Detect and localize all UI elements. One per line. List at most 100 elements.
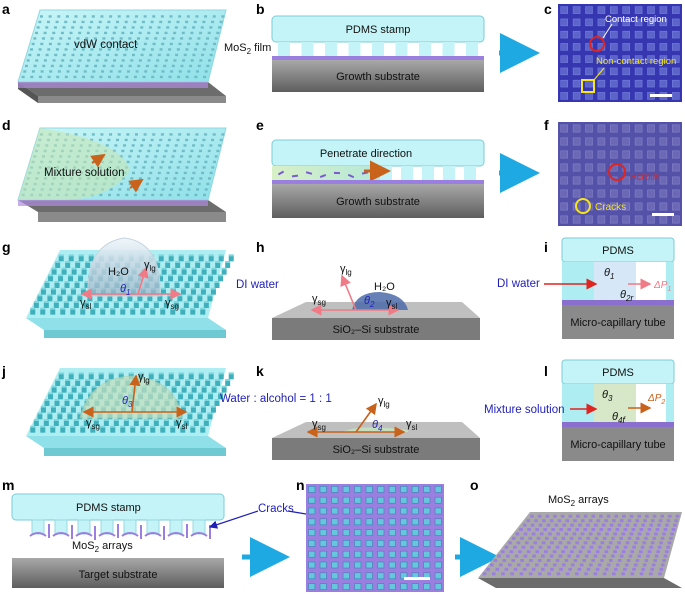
array-square: [597, 18, 606, 27]
pillar-top: [60, 405, 66, 408]
array-square: [634, 163, 643, 172]
array-square: [657, 545, 662, 549]
array-square: [365, 561, 373, 569]
array-square: [586, 536, 590, 540]
pillar-top: [43, 419, 49, 421]
array-square: [586, 567, 591, 571]
pillar: [40, 406, 46, 413]
pillar: [54, 282, 60, 288]
pillar: [83, 42, 87, 46]
pillar: [76, 37, 80, 40]
pillar-top: [175, 261, 181, 263]
array-square: [647, 137, 655, 146]
pillar: [117, 15, 121, 18]
pillar: [40, 42, 44, 46]
pillar: [211, 166, 215, 169]
array-square: [557, 519, 562, 523]
array-square: [560, 67, 568, 76]
pillar: [64, 48, 68, 51]
array-square: [660, 536, 665, 540]
pillar: [196, 70, 200, 73]
array-square: [516, 541, 521, 545]
array-square: [541, 554, 545, 558]
pillar-top: [207, 412, 213, 415]
panel-h-substrate: [272, 318, 480, 340]
pillar: [88, 373, 94, 380]
pillar-top: [83, 419, 89, 421]
array-square: [342, 540, 350, 547]
array-square: [671, 528, 676, 531]
panel-j: j γlg γsl γsg θ3: [1, 363, 234, 456]
array-square: [584, 572, 588, 576]
pillar: [86, 31, 90, 35]
array-square: [507, 563, 512, 567]
pillar-top: [140, 425, 146, 428]
pillar-top: [77, 412, 83, 415]
panel-h-letter: h: [256, 239, 265, 255]
pillar: [57, 15, 61, 18]
panel-h-substrate-label: SiO₂–Si substrate: [333, 324, 420, 336]
pillar: [47, 75, 51, 79]
svg-text:γsg: γsg: [312, 293, 326, 307]
pillar: [28, 53, 32, 57]
pillar-top: [54, 281, 60, 283]
svg-text:γsg: γsg: [86, 417, 100, 431]
array-square: [628, 554, 633, 558]
array-square: [609, 523, 614, 527]
pillar: [188, 155, 192, 158]
pillar: [219, 20, 223, 24]
array-square: [515, 532, 520, 536]
panel-i-pdms-label: PDMS: [602, 245, 634, 257]
flake: [319, 173, 327, 179]
pillar: [120, 308, 126, 315]
array-square: [560, 6, 568, 14]
array-square: [580, 519, 585, 523]
array-square: [659, 55, 668, 63]
pillar: [145, 182, 149, 186]
panel-i-di-label: DI water: [497, 278, 540, 290]
array-square: [572, 545, 577, 549]
pillar: [218, 275, 224, 282]
array-square: [572, 215, 581, 224]
pillar: [43, 31, 47, 35]
array-square: [585, 176, 593, 185]
pillar: [145, 155, 149, 158]
array-square: [554, 523, 559, 527]
pillar: [173, 149, 177, 153]
pillar-top: [174, 399, 180, 401]
panel-n-micrograph: [306, 484, 444, 592]
pillar: [152, 188, 156, 191]
pillar: [84, 282, 90, 288]
pillar: [188, 37, 192, 40]
pillar: [186, 15, 190, 18]
array-square: [504, 567, 509, 571]
array-square: [599, 528, 604, 531]
pillar-top: [57, 412, 63, 415]
array-square: [647, 550, 652, 554]
pillar: [95, 59, 99, 62]
pillar: [126, 15, 130, 18]
array-square: [388, 486, 396, 493]
pillar-top: [30, 425, 36, 428]
pillar-top: [48, 392, 54, 395]
pillar: [46, 20, 50, 24]
pillar: [225, 380, 231, 386]
pillar: [131, 144, 135, 147]
panel-f: f Scrolls Cracks: [544, 117, 682, 226]
array-square: [588, 519, 593, 523]
pillar-top: [181, 385, 187, 388]
pillar-top: [195, 379, 201, 381]
pillar: [185, 20, 189, 24]
pillar: [81, 20, 85, 24]
array-square: [609, 559, 613, 562]
pillar: [168, 166, 172, 169]
pillar: [218, 255, 224, 262]
pillar-top: [88, 392, 94, 395]
pillar-top: [88, 254, 94, 257]
array-square: [655, 528, 660, 531]
pillar: [153, 302, 159, 308]
array-square: [587, 550, 591, 554]
array-square: [388, 529, 396, 536]
array-square: [597, 215, 606, 224]
panel-l-liquid: [594, 384, 636, 426]
